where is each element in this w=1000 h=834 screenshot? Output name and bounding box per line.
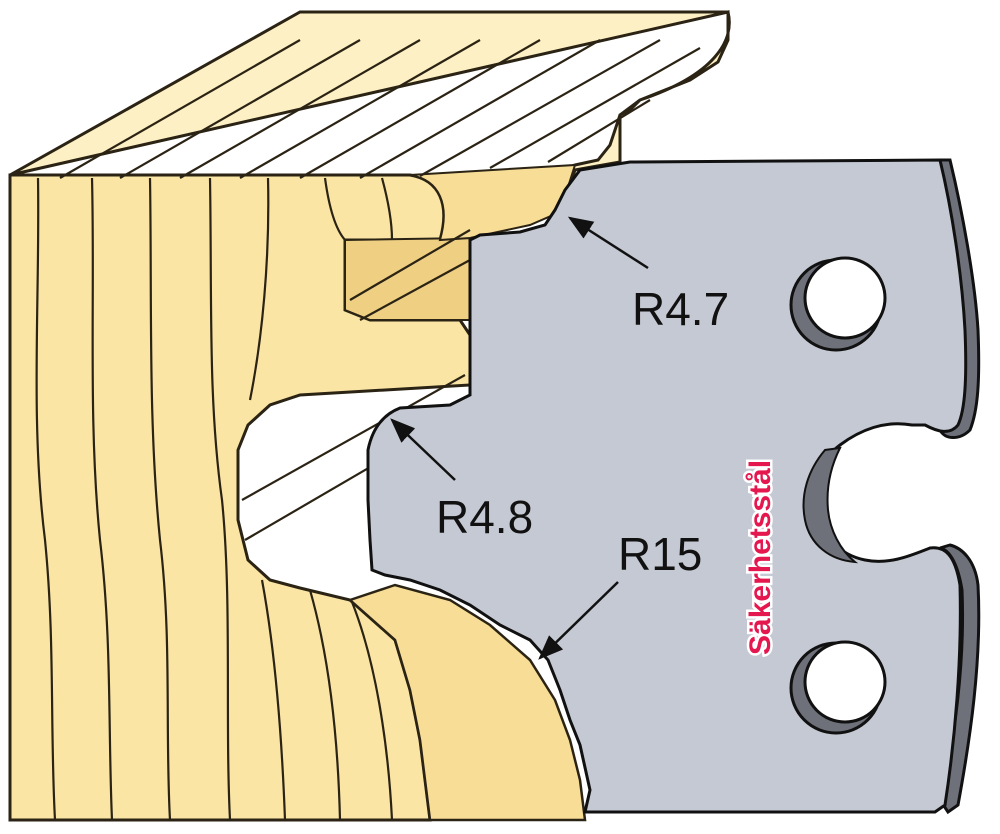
arrow-r48 (390, 418, 456, 481)
wood-profile-ledge (409, 163, 577, 242)
annotation-arrows (390, 216, 649, 660)
arrow-r47 (567, 216, 649, 270)
safety-steel-text: Säkerhetsstål (744, 460, 777, 655)
wood-profile-band (344, 236, 471, 321)
steel-knife (366, 158, 981, 815)
wood-curve-face (347, 583, 587, 822)
knife-mounting-hole-bottom (789, 640, 887, 735)
wood-grain (35, 39, 701, 821)
wood-workpiece (8, 10, 731, 822)
knife-mounting-hole-top (789, 256, 887, 352)
radius-label-middle: R4.8 (436, 491, 533, 543)
arrow-r15 (538, 581, 619, 660)
radius-label-top: R4.7 (632, 283, 729, 335)
knife-slot-shadow (802, 446, 859, 564)
radius-label-bottom: R15 (618, 528, 702, 580)
